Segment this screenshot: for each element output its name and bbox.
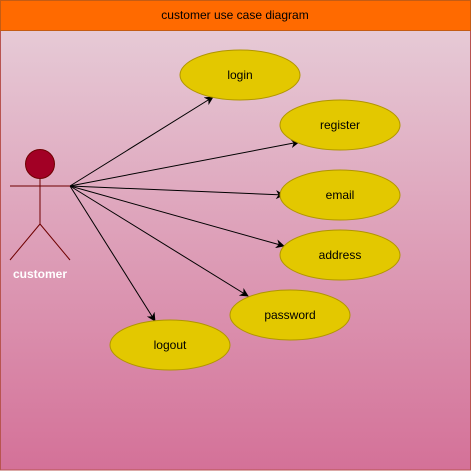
use-case-address[interactable]: address	[279, 229, 401, 281]
use-case-label: password	[264, 308, 315, 322]
actor-left-leg	[9, 223, 41, 261]
use-case-label: login	[227, 68, 252, 82]
use-case-ellipse	[279, 169, 401, 221]
use-case-ellipse	[279, 99, 401, 151]
use-case-label: address	[319, 248, 362, 262]
use-case-password[interactable]: password	[229, 289, 351, 341]
actor-customer[interactable]: customer	[9, 149, 71, 282]
association-login	[69, 96, 214, 187]
associations	[69, 96, 300, 322]
use-case-ellipse	[279, 229, 401, 281]
association-register	[69, 139, 300, 187]
use-case-ellipse	[179, 49, 301, 101]
association-password	[69, 185, 249, 297]
association-email	[69, 185, 285, 200]
diagram-title: customer use case diagram	[161, 8, 308, 22]
use-case-register[interactable]: register	[279, 99, 401, 151]
actor-head	[25, 149, 55, 179]
use-case-label: logout	[154, 338, 187, 352]
use-case-logout[interactable]: logout	[109, 319, 231, 371]
use-case-ellipse	[109, 319, 231, 371]
use-case-label: email	[326, 188, 355, 202]
actor-label: customer	[13, 267, 67, 281]
association-address	[69, 185, 285, 249]
title-bar	[0, 0, 471, 31]
use-case-login[interactable]: login	[179, 49, 301, 101]
actor-right-leg	[39, 223, 71, 261]
use-case-ellipse	[229, 289, 351, 341]
use-case-email[interactable]: email	[279, 169, 401, 221]
use-case-label: register	[320, 118, 360, 132]
association-logout	[69, 185, 156, 322]
